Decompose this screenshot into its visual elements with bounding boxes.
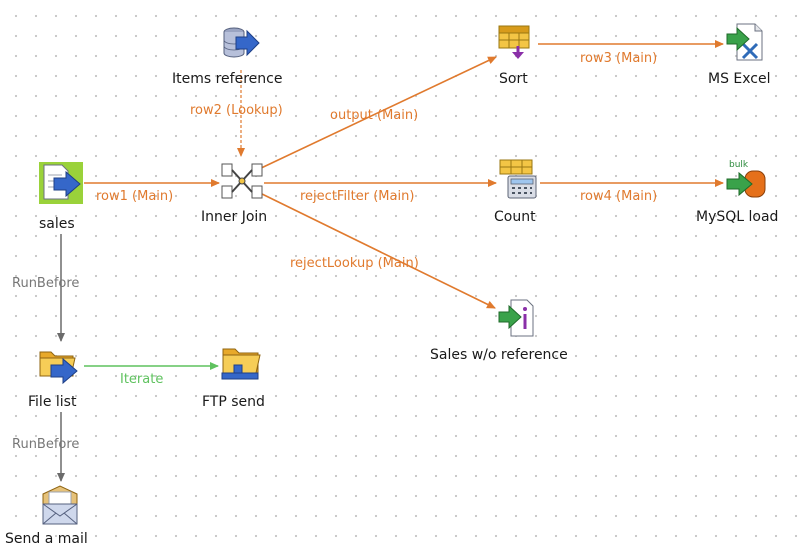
sort-label: Sort — [499, 71, 528, 87]
sales-wo-reference-label: Sales w/o reference — [430, 347, 568, 363]
file-output-icon[interactable] — [497, 298, 537, 338]
row2-lookup-label[interactable]: row2 (Lookup) — [190, 103, 283, 118]
runbefore-label-2[interactable]: RunBefore — [12, 437, 80, 452]
aggregate-icon[interactable] — [498, 158, 540, 200]
reject-lookup-main-label[interactable]: rejectLookup (Main) — [290, 256, 419, 271]
ftp-icon[interactable] — [220, 343, 264, 385]
send-a-mail-label: Send a mail — [5, 531, 88, 547]
iterate-label[interactable]: Iterate — [120, 372, 164, 387]
row3-main-label[interactable]: row3 (Main) — [580, 51, 658, 66]
sales-label: sales — [39, 216, 75, 232]
row1-main-label[interactable]: row1 (Main) — [96, 189, 174, 204]
excel-output-icon[interactable] — [725, 22, 765, 62]
output-link[interactable] — [256, 56, 497, 171]
ftp-send-label: FTP send — [202, 394, 265, 410]
reject-lookup-link[interactable] — [259, 192, 496, 309]
inner-join-label: Inner Join — [201, 209, 268, 225]
mysql-bulk-icon[interactable]: bulk — [725, 158, 769, 202]
sort-icon[interactable] — [497, 24, 537, 60]
file-list-label: File list — [28, 394, 77, 410]
join-icon[interactable] — [221, 162, 263, 202]
row4-main-label[interactable]: row4 (Main) — [580, 189, 658, 204]
folder-list-icon[interactable] — [37, 344, 83, 386]
output-main-label[interactable]: output (Main) — [330, 108, 419, 123]
runbefore-label-1[interactable]: RunBefore — [12, 276, 80, 291]
bulk-badge: bulk — [729, 160, 749, 170]
items-reference-label: Items reference — [172, 71, 283, 87]
reject-filter-main-label[interactable]: rejectFilter (Main) — [300, 189, 415, 204]
mysql-load-label: MySQL load — [696, 209, 779, 225]
count-label: Count — [494, 209, 536, 225]
database-input-icon[interactable] — [221, 24, 261, 62]
ms-excel-label: MS Excel — [708, 71, 771, 87]
file-input-icon[interactable] — [38, 161, 84, 205]
mail-icon[interactable] — [37, 484, 83, 528]
